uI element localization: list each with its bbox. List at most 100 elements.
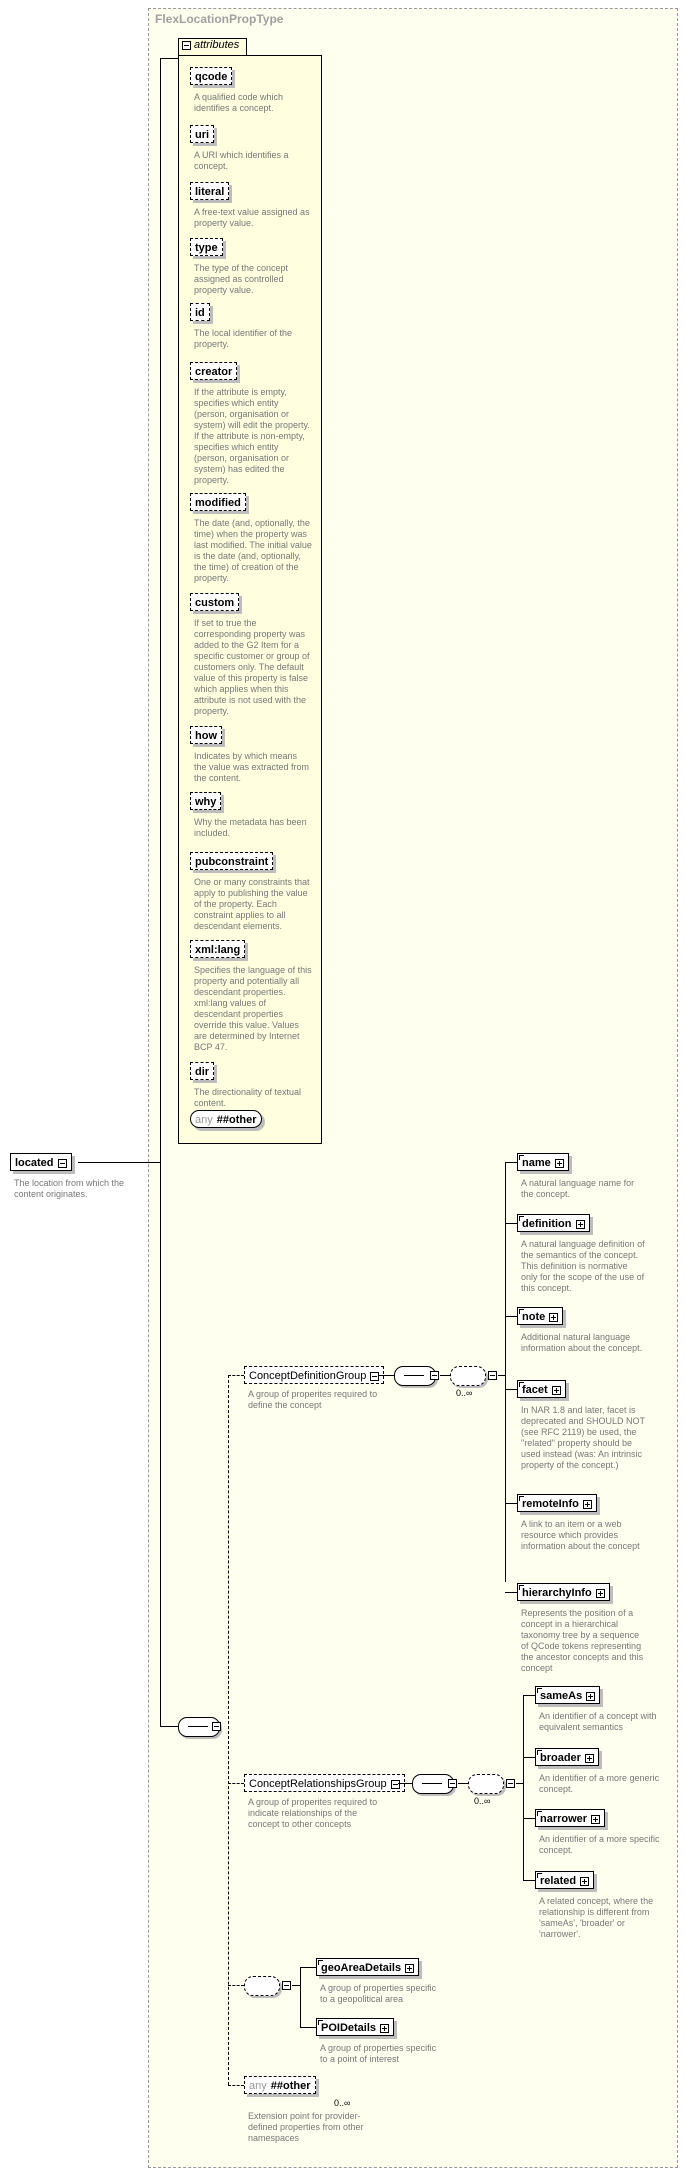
element-corner-marker: [519, 1496, 524, 1501]
expand-icon[interactable]: [405, 1963, 415, 1973]
connector: [498, 1375, 505, 1376]
connector: [228, 1985, 244, 1986]
collapse-icon[interactable]: [506, 1779, 515, 1788]
attribute-uri-label: uri: [195, 129, 210, 141]
any-other-multiplicity: 0..∞: [334, 2098, 351, 2108]
attribute-xml-lang-label: xml:lang: [195, 944, 241, 956]
attribute-doc: Specifies the language of this property …: [194, 965, 312, 1052]
attribute-doc: A free-text value assigned as property v…: [194, 207, 310, 228]
attribute-qcode[interactable]: qcode: [190, 67, 233, 85]
attribute-custom[interactable]: custom: [190, 593, 240, 611]
attribute-xml-lang[interactable]: xml:lang: [190, 940, 246, 958]
element-doc: An identifier of a more generic concept.: [539, 1773, 660, 1794]
cdg-choice-compositor: [450, 1366, 486, 1386]
expand-icon[interactable]: [551, 1385, 561, 1395]
expand-icon[interactable]: [584, 1753, 594, 1763]
element-name-label: name: [522, 1157, 551, 1169]
crg-multiplicity: 0..∞: [474, 1796, 491, 1806]
element-broader[interactable]: broader: [535, 1748, 599, 1766]
expand-icon[interactable]: [575, 1219, 585, 1229]
group-label: ConceptDefinitionGroup: [249, 1370, 367, 1382]
attribute-id[interactable]: id: [190, 303, 210, 321]
collapse-icon[interactable]: [282, 1981, 291, 1990]
attribute-modified-label: modified: [195, 497, 241, 509]
attribute-dir[interactable]: dir: [190, 1062, 215, 1080]
root-element-located[interactable]: located: [10, 1153, 72, 1171]
attributes-header[interactable]: attributes: [178, 38, 247, 56]
element-doc: Additional natural language information …: [521, 1332, 643, 1353]
collapse-icon[interactable]: [212, 1722, 221, 1731]
element-POIDetails[interactable]: POIDetails: [316, 2018, 395, 2036]
element-definition[interactable]: definition: [517, 1214, 590, 1232]
element-narrower[interactable]: narrower: [535, 1809, 606, 1827]
element-related[interactable]: related: [535, 1871, 595, 1889]
crg-choice-compositor: [468, 1774, 504, 1794]
element-definition-label: definition: [522, 1218, 572, 1230]
collapse-icon[interactable]: [370, 1371, 380, 1381]
connector: [505, 1316, 517, 1317]
expand-icon[interactable]: [586, 1691, 596, 1701]
attribute-creator[interactable]: creator: [190, 362, 238, 380]
element-doc: A group of properties specific to a poin…: [320, 2043, 437, 2064]
attribute-literal-label: literal: [195, 186, 225, 198]
element-geoAreaDetails[interactable]: geoAreaDetails: [316, 1958, 420, 1976]
attribute-doc: If the attribute is empty, specifies whi…: [194, 387, 310, 485]
collapse-icon[interactable]: [488, 1371, 497, 1380]
element-hierarchyInfo[interactable]: hierarchyInfo: [517, 1583, 610, 1601]
attribute-type[interactable]: type: [190, 238, 223, 256]
sequence-icon: [404, 1375, 424, 1376]
element-sameAs[interactable]: sameAs: [535, 1686, 601, 1704]
attribute-literal[interactable]: literal: [190, 182, 230, 200]
connector: [228, 1783, 244, 1784]
collapse-icon[interactable]: [57, 1158, 67, 1168]
expand-icon[interactable]: [554, 1158, 564, 1168]
type-title: FlexLocationPropType: [155, 12, 284, 26]
expand-icon[interactable]: [595, 1588, 605, 1598]
attribute-how[interactable]: how: [190, 726, 222, 744]
connector: [160, 58, 178, 59]
element-corner-marker: [537, 1873, 542, 1878]
element-facet-label: facet: [522, 1384, 548, 1396]
attribute-custom-label: custom: [195, 597, 235, 609]
element-note[interactable]: note: [517, 1307, 564, 1325]
element-remoteInfo[interactable]: remoteInfo: [517, 1494, 597, 1512]
expand-icon[interactable]: [582, 1499, 592, 1509]
collapse-icon[interactable]: [390, 1779, 400, 1789]
element-corner-marker: [537, 1750, 542, 1755]
collapse-icon[interactable]: [182, 40, 191, 50]
connector: [160, 1726, 178, 1727]
attribute-modified[interactable]: modified: [190, 493, 246, 511]
attribute-how-label: how: [195, 730, 217, 742]
collapse-icon[interactable]: [448, 1779, 457, 1788]
element-name[interactable]: name: [517, 1153, 569, 1171]
any-other-wildcard[interactable]: any##other: [244, 2076, 316, 2094]
attribute-qcode-label: qcode: [195, 71, 228, 83]
connector: [228, 1375, 229, 2085]
concept-relationships-group[interactable]: ConceptRelationshipsGroup: [244, 1774, 405, 1792]
expand-icon[interactable]: [549, 1312, 559, 1322]
element-POIDetails-label: POIDetails: [321, 2022, 377, 2034]
attribute-why[interactable]: why: [190, 792, 222, 810]
element-facet[interactable]: facet: [517, 1380, 566, 1398]
collapse-icon[interactable]: [430, 1371, 439, 1380]
element-corner-marker: [537, 1811, 542, 1816]
attribute-pubconstraint[interactable]: pubconstraint: [190, 852, 274, 870]
expand-icon[interactable]: [591, 1814, 601, 1824]
attribute-doc: A qualified code which identifies a conc…: [194, 92, 284, 113]
attribute-any-other[interactable]: any##other: [190, 1110, 262, 1128]
group-label: ConceptRelationshipsGroup: [249, 1778, 387, 1790]
element-narrower-label: narrower: [540, 1813, 588, 1825]
connector: [440, 1375, 450, 1376]
attribute-uri[interactable]: uri: [190, 125, 215, 143]
concept-definition-group[interactable]: ConceptDefinitionGroup: [244, 1366, 385, 1384]
element-corner-marker: [519, 1382, 524, 1387]
expand-icon[interactable]: [580, 1876, 590, 1886]
attribute-doc: The directionality of textual content.: [194, 1087, 302, 1108]
attribute-creator-label: creator: [195, 366, 233, 378]
expand-icon[interactable]: [380, 2023, 390, 2033]
element-corner-marker: [519, 1585, 524, 1590]
element-broader-label: broader: [540, 1752, 581, 1764]
element-sameAs-label: sameAs: [540, 1690, 583, 1702]
connector: [505, 1503, 517, 1504]
attributes-label: attributes: [194, 39, 240, 51]
